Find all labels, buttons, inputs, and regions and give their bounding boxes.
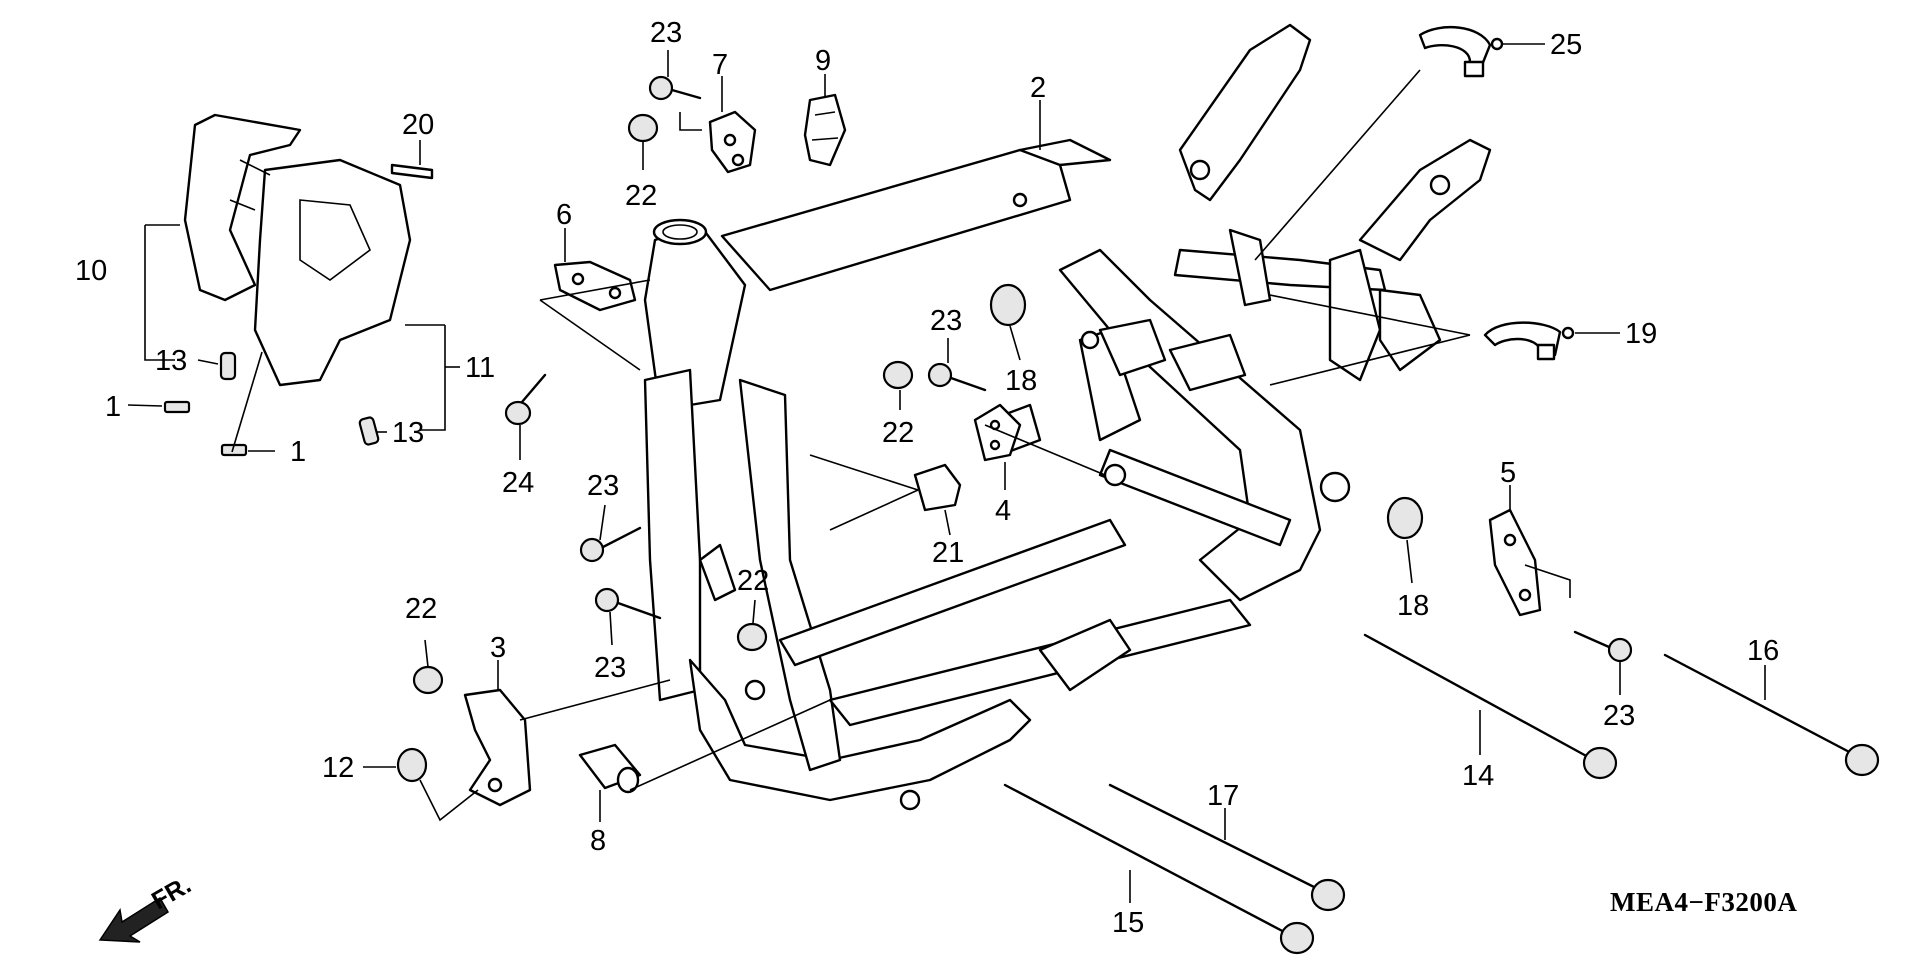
- bolt-23-left-upper: [579, 526, 642, 563]
- clip-1-upper: [163, 400, 191, 414]
- bolts: [504, 75, 1880, 955]
- callout-12: 12: [322, 752, 354, 784]
- callout-6: 6: [556, 199, 572, 231]
- callout-23: 23: [930, 305, 962, 337]
- grommet-12: [396, 747, 428, 783]
- nut-22-top: [627, 113, 659, 143]
- callout-7: 7: [712, 49, 728, 81]
- callout-4: 4: [995, 495, 1011, 527]
- front-arrow-icon: [98, 896, 170, 943]
- callout-23: 23: [1603, 700, 1635, 732]
- callout-23: 23: [594, 652, 626, 684]
- bracket-6: [553, 260, 637, 312]
- callout-3: 3: [490, 632, 506, 664]
- plate-4: [973, 403, 1022, 462]
- callout-23: 23: [587, 470, 619, 502]
- nut-22-mid: [882, 360, 914, 390]
- cap-21: [913, 463, 962, 512]
- clip-20: [390, 163, 434, 180]
- callout-14: 14: [1462, 760, 1494, 792]
- plate-5: [1488, 508, 1542, 617]
- band-clamp-top: [1418, 25, 1504, 78]
- callout-labels: 1 1 2 3 4 5 6 7 8 9 10 11 12 13 13 14 15…: [75, 17, 1779, 939]
- band-clamp-right: [1483, 321, 1575, 361]
- nut-22-center: [736, 622, 768, 652]
- long-bolt-15: [1003, 783, 1315, 955]
- side-cover-assembly: [183, 113, 412, 387]
- callout-18: 18: [1005, 365, 1037, 397]
- bolt-23-left-lower: [594, 587, 662, 620]
- callout-13: 13: [392, 417, 424, 449]
- callout-1: 1: [105, 391, 121, 423]
- callout-23: 23: [650, 17, 682, 49]
- bolt-24: [504, 373, 547, 426]
- bolt-23-top: [648, 75, 702, 101]
- long-bolt-14: [1363, 633, 1618, 780]
- diagram-code: MEA4−F3200A: [1610, 887, 1797, 917]
- callout-2: 2: [1030, 72, 1046, 104]
- frame-body: [643, 23, 1492, 811]
- grommet-13-lower: [358, 416, 380, 446]
- callout-25: 25: [1550, 29, 1582, 61]
- front-direction-marker: FR.: [98, 871, 196, 943]
- callout-1: 1: [290, 436, 306, 468]
- callout-9: 9: [815, 45, 831, 77]
- wire-clamp: [803, 93, 847, 167]
- callout-15: 15: [1112, 907, 1144, 939]
- callout-5: 5: [1500, 457, 1516, 489]
- callout-10: 10: [75, 255, 107, 287]
- callout-22: 22: [882, 417, 914, 449]
- small-parts: [163, 25, 1575, 807]
- callout-24: 24: [502, 467, 534, 499]
- long-bolt-17: [1108, 783, 1346, 912]
- callout-22: 22: [405, 593, 437, 625]
- callout-8: 8: [590, 825, 606, 857]
- callout-17: 17: [1207, 780, 1239, 812]
- callout-19: 19: [1625, 318, 1657, 350]
- callout-20: 20: [402, 109, 434, 141]
- long-bolt-16: [1663, 653, 1880, 777]
- callout-16: 16: [1747, 635, 1779, 667]
- callout-22: 22: [625, 180, 657, 212]
- nut-22-left: [412, 665, 444, 695]
- grommet-13-upper: [219, 351, 237, 381]
- bolt-23-right: [1573, 630, 1633, 663]
- callout-21: 21: [932, 537, 964, 569]
- callout-22: 22: [737, 565, 769, 597]
- callout-11: 11: [465, 352, 495, 384]
- callout-18: 18: [1397, 590, 1429, 622]
- grommet-18-upper: [989, 283, 1027, 327]
- grommet-18-lower: [1386, 496, 1424, 540]
- bolt-23-mid: [927, 362, 987, 392]
- callout-13: 13: [155, 345, 187, 377]
- leader-lines: [127, 43, 1766, 903]
- bracket-3: [463, 688, 532, 807]
